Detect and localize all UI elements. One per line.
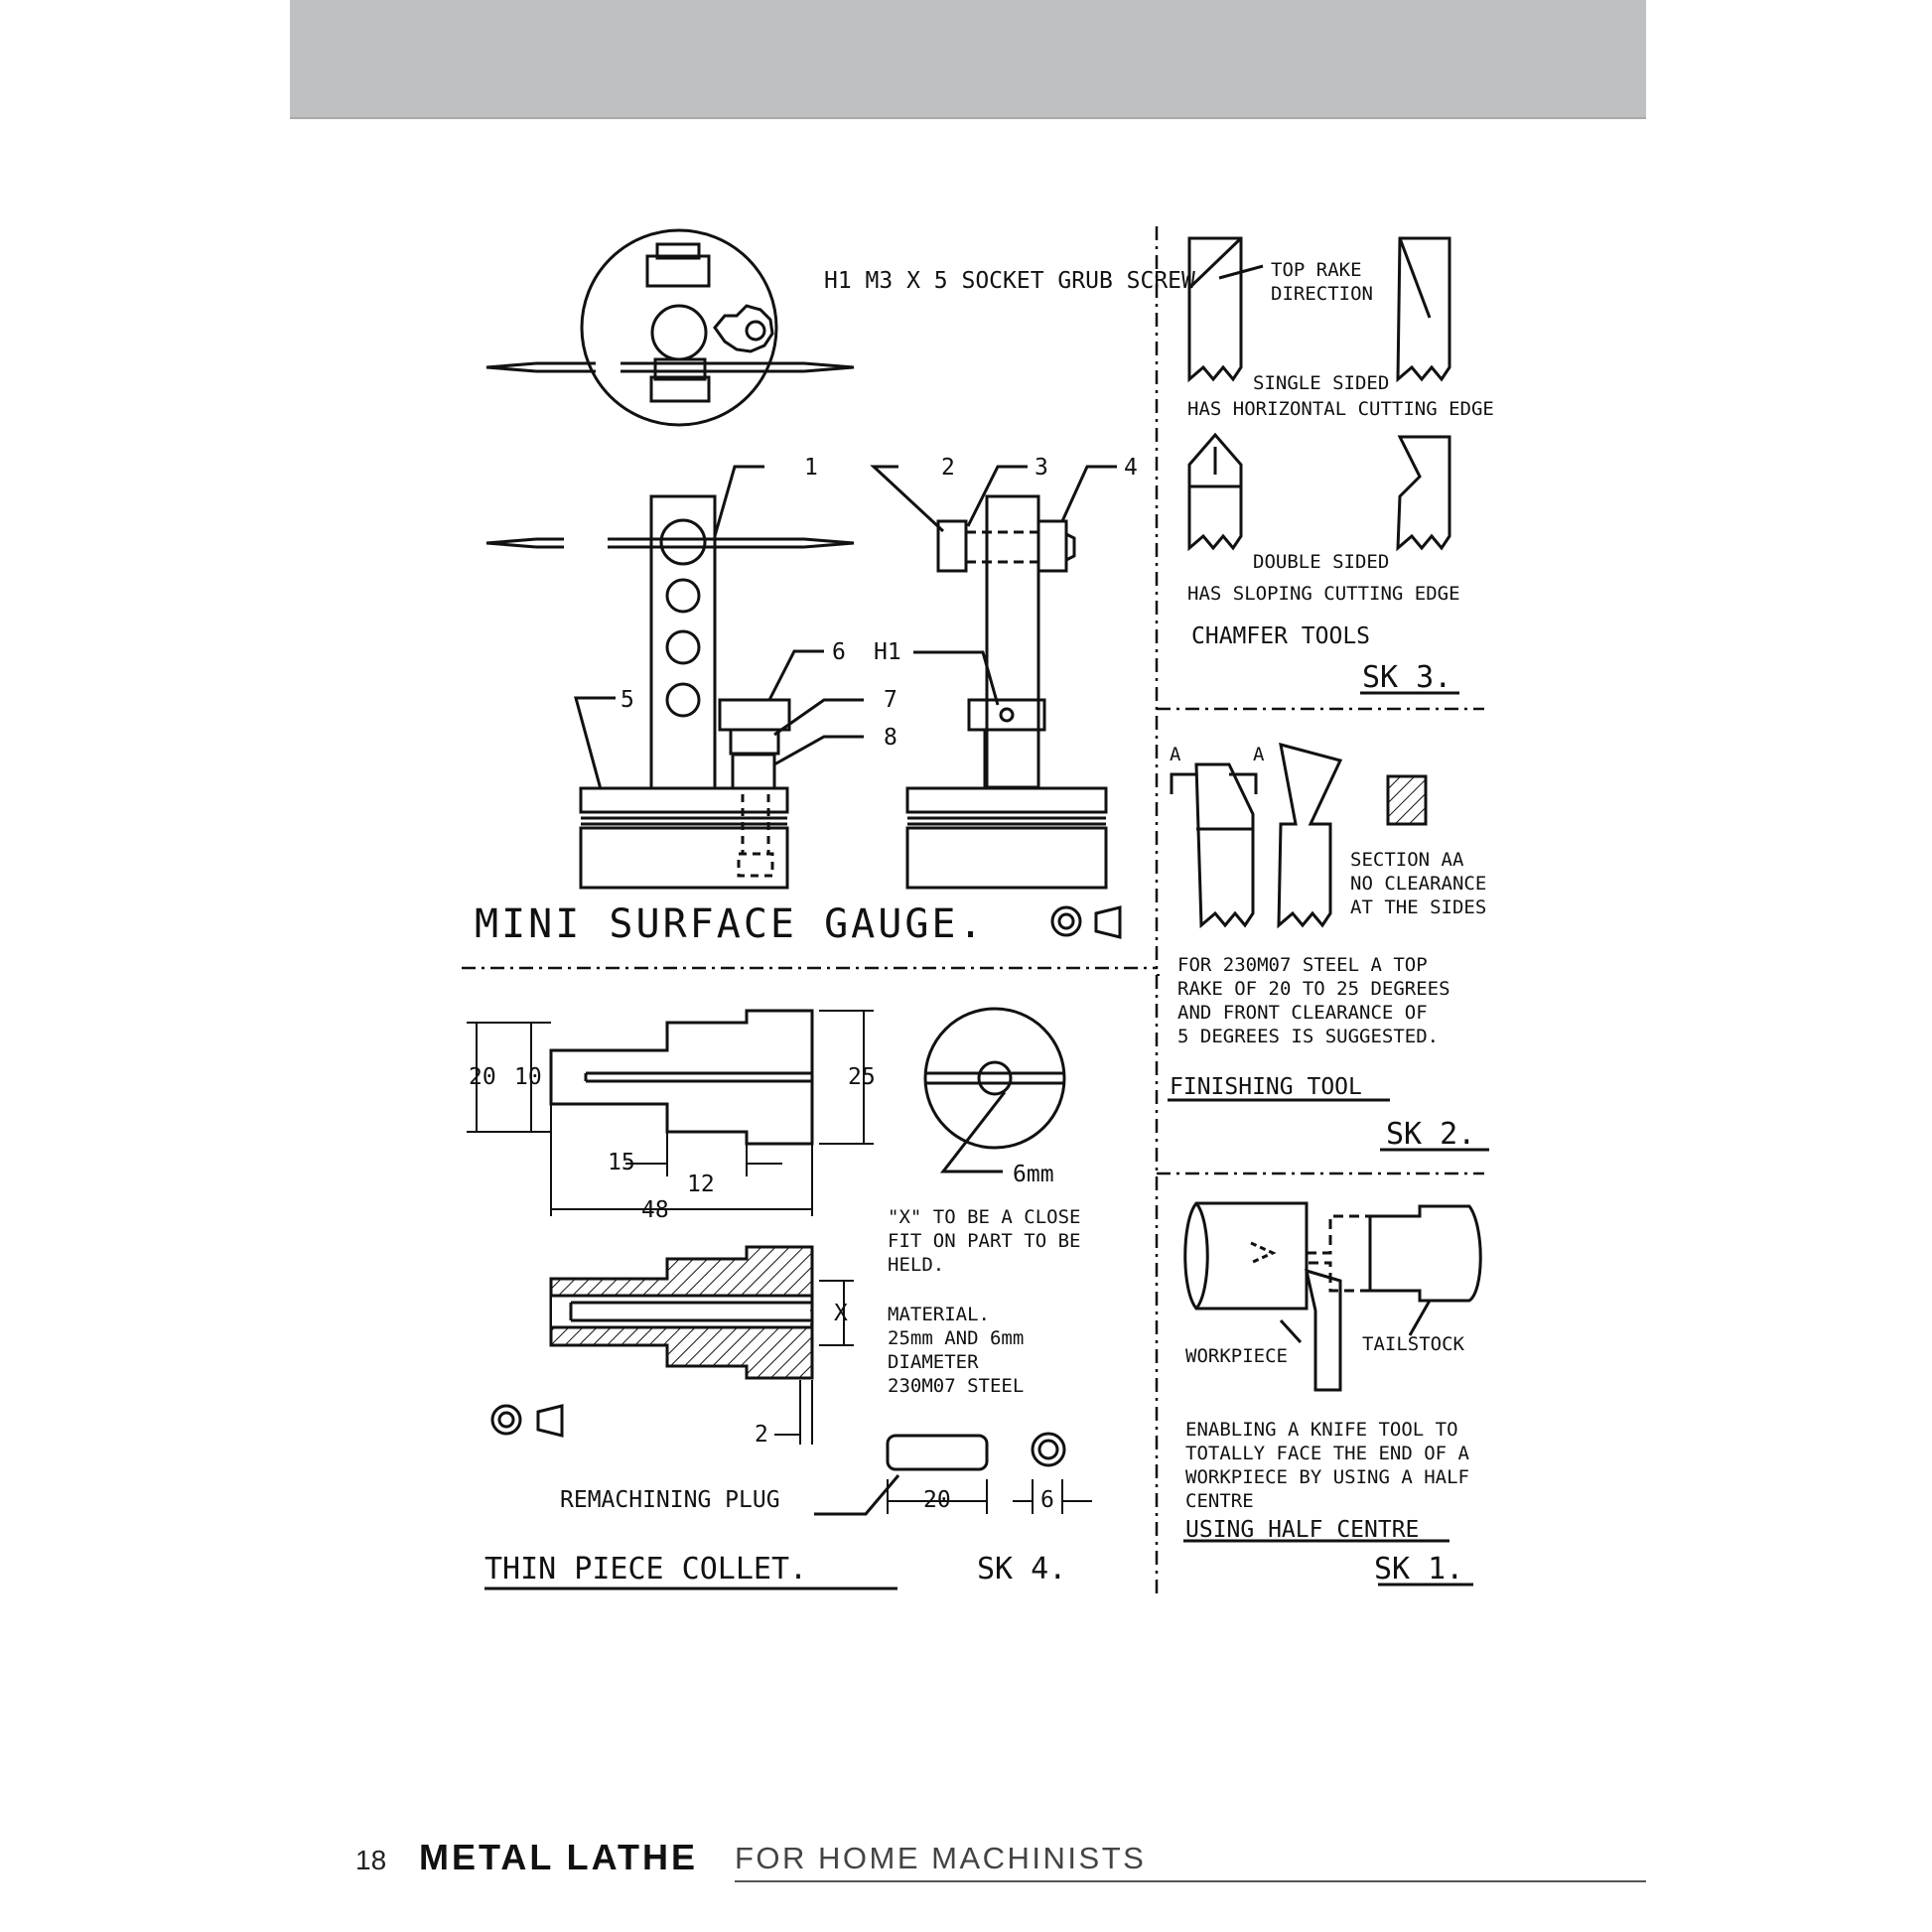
- half-centre-title: USING HALF CENTRE: [1185, 1517, 1419, 1543]
- half-centre-labels: WORKPIECE TAILSTOCK ENABLING A KNIFE TOO…: [1185, 1333, 1470, 1587]
- book-title-light: FOR HOME MACHINISTS: [735, 1841, 1147, 1875]
- section-aa: [1386, 774, 1428, 826]
- book-title-bold: METAL LATHE: [419, 1837, 698, 1877]
- fit-note-1: "X" TO BE A CLOSE: [888, 1206, 1080, 1228]
- tailstock: [1368, 1204, 1482, 1303]
- half-centre-note-1: ENABLING A KNIFE TOOL TO: [1185, 1419, 1458, 1441]
- finishing-note-2: RAKE OF 20 TO 25 DEGREES: [1177, 978, 1450, 1000]
- page-number: 18: [355, 1845, 387, 1875]
- half-centre-note-3: WORKPIECE BY USING A HALF: [1185, 1466, 1469, 1488]
- material-4: 230M07 STEEL: [888, 1375, 1024, 1397]
- workpiece: [1183, 1201, 1309, 1311]
- top-rake-line2: DIRECTION: [1271, 283, 1373, 305]
- callout-3: 3: [1035, 455, 1048, 481]
- gauge-title: MINI SURFACE GAUGE.: [475, 901, 986, 947]
- finishing-note-1: FOR 230M07 STEEL A TOP: [1177, 954, 1428, 976]
- collet-labels: 20 10 25 15 12 48 6mm X 2 20 6 "X" TO BE…: [469, 1064, 1080, 1587]
- callout-1: 1: [804, 455, 818, 481]
- collet-title: THIN PIECE COLLET.: [484, 1552, 807, 1587]
- sk1-label: SK 1.: [1374, 1552, 1463, 1587]
- callout-7: 7: [884, 687, 897, 713]
- sk4-label: SK 4.: [977, 1552, 1066, 1587]
- top-rake-line1: TOP RAKE: [1271, 259, 1362, 281]
- collet-elevation: [549, 1009, 814, 1146]
- dim-12: 12: [687, 1172, 715, 1197]
- dim-48: 48: [641, 1197, 669, 1223]
- gauge-base-top: [579, 786, 789, 814]
- material-3: DIAMETER: [888, 1351, 979, 1373]
- dim-25: 25: [848, 1064, 876, 1090]
- fit-note-3: HELD.: [888, 1254, 944, 1276]
- remachining-plug-label: REMACHINING PLUG: [560, 1487, 780, 1513]
- chamfer-double-side: [1396, 435, 1451, 552]
- single-sided-label: SINGLE SIDED: [1253, 372, 1389, 394]
- dim-6mm: 6mm: [1013, 1162, 1054, 1187]
- dim-plug-20: 20: [923, 1487, 951, 1513]
- finishing-tool-front: [1194, 762, 1255, 929]
- workpiece-label: WORKPIECE: [1185, 1345, 1288, 1367]
- finishing-note-4: 5 DEGREES IS SUGGESTED.: [1177, 1026, 1439, 1047]
- dim-15: 15: [608, 1150, 635, 1175]
- callout-6: 6: [832, 639, 846, 665]
- section-a-right: A: [1253, 744, 1265, 765]
- dim-plug-6: 6: [1040, 1487, 1054, 1513]
- material-1: MATERIAL.: [888, 1304, 990, 1325]
- chamfer-single-side: [1396, 236, 1451, 383]
- remachining-plug: [886, 1434, 989, 1471]
- tailstock-label: TAILSTOCK: [1362, 1333, 1465, 1355]
- gauge-column-side: [985, 494, 1040, 790]
- dim-10: 10: [514, 1064, 542, 1090]
- finishing-title: FINISHING TOOL: [1170, 1074, 1362, 1100]
- callout-5: 5: [621, 687, 634, 713]
- half-centre-note-4: CENTRE: [1185, 1490, 1254, 1512]
- header-band: [290, 0, 1646, 119]
- page-footer: 18 METAL LATHE FOR HOME MACHINISTS: [355, 1837, 1646, 1882]
- sk3-label: SK 3.: [1362, 660, 1451, 695]
- detail-circle: [580, 228, 778, 427]
- finishing-tool-side: [1277, 742, 1343, 929]
- double-sided-label: DOUBLE SIDED: [1253, 551, 1389, 573]
- gauge-base: [579, 826, 789, 890]
- chamfer-single-front: [1187, 236, 1243, 383]
- callout-2: 2: [941, 455, 955, 481]
- material-2: 25mm AND 6mm: [888, 1327, 1024, 1349]
- chamfer-double-front: [1187, 432, 1243, 552]
- gauge-labels: H1 M3 X 5 SOCKET GRUB SCREW 1 2 3 4 5 6 …: [475, 268, 1195, 947]
- section-a-left: A: [1170, 744, 1181, 765]
- section-note-1: SECTION AA: [1350, 849, 1464, 871]
- callout-4: 4: [1124, 455, 1138, 481]
- dim-20: 20: [469, 1064, 496, 1090]
- callout-h1: H1: [874, 639, 901, 665]
- section-note-2: NO CLEARANCE: [1350, 873, 1486, 895]
- half-centre-note-2: TOTALLY FACE THE END OF A: [1185, 1443, 1470, 1464]
- chamfer-title: CHAMFER TOOLS: [1191, 623, 1370, 649]
- sk2-label: SK 2.: [1386, 1117, 1475, 1152]
- grub-screw-note: H1 M3 X 5 SOCKET GRUB SCREW: [824, 268, 1195, 294]
- footer-rule: [735, 1880, 1646, 1882]
- collet-end-view: [923, 1007, 1066, 1150]
- fit-note-2: FIT ON PART TO BE: [888, 1230, 1080, 1252]
- double-sided-desc: HAS SLOPING CUTTING EDGE: [1187, 583, 1460, 605]
- dim-2: 2: [755, 1422, 768, 1448]
- finishing-labels: A A SECTION AA NO CLEARANCE AT THE SIDES…: [1170, 744, 1486, 1152]
- dim-x: X: [834, 1301, 848, 1326]
- single-sided-desc: HAS HORIZONTAL CUTTING EDGE: [1187, 398, 1494, 420]
- chamfer-labels: TOP RAKE DIRECTION SINGLE SIDED HAS HORI…: [1187, 259, 1494, 695]
- callout-8: 8: [884, 725, 897, 751]
- knife-tool: [1304, 1268, 1342, 1392]
- section-note-3: AT THE SIDES: [1350, 897, 1486, 918]
- finishing-note-3: AND FRONT CLEARANCE OF: [1177, 1002, 1428, 1024]
